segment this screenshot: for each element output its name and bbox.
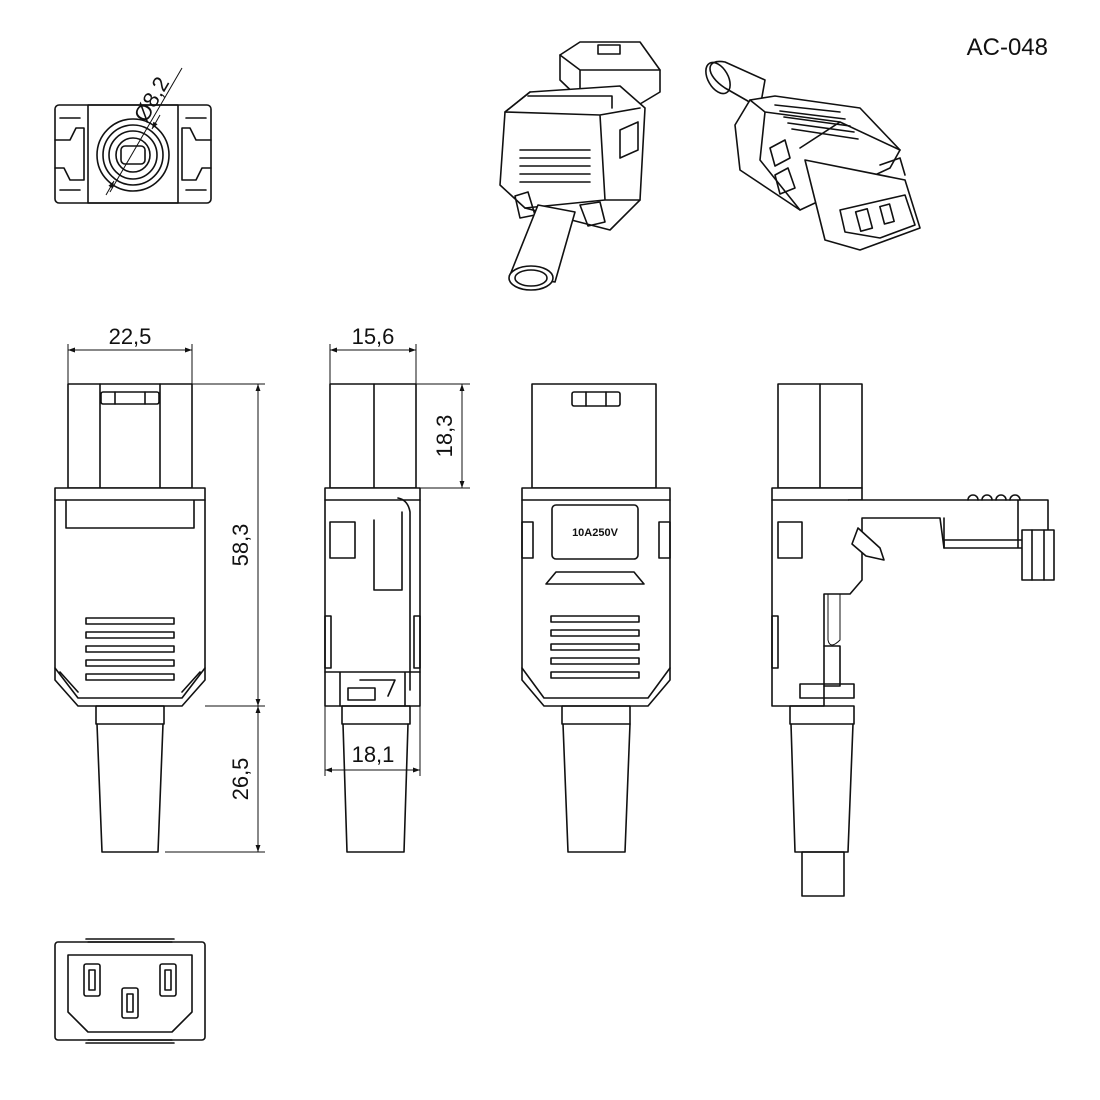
dim-height-body: 58,3 [228,524,253,567]
dim-width-bottom: 18,1 [352,742,395,767]
front-view [54,383,206,853]
iso-view-cable [499,41,661,291]
side-view-open [771,383,1055,897]
iso-view-socket [705,60,921,251]
rear-view: 10A250V [521,383,671,853]
dim-width-side: 15,6 [352,324,395,349]
bottom-view [54,938,206,1044]
dim-diameter: Ø8,2 [129,72,175,126]
dim-height-head: 18,3 [432,415,457,458]
part-code: AC-048 [967,34,1048,61]
side-view-dimensions: 15,6 18,3 18,1 [324,324,470,776]
dim-width-front: 22,5 [109,324,152,349]
rating-label: 10A250V [572,527,619,539]
dim-height-cable: 26,5 [228,758,253,801]
front-view-dimensions: 22,5 58,3 26,5 [67,324,265,853]
top-view: Ø8,2 [54,67,212,204]
side-view [324,383,421,853]
